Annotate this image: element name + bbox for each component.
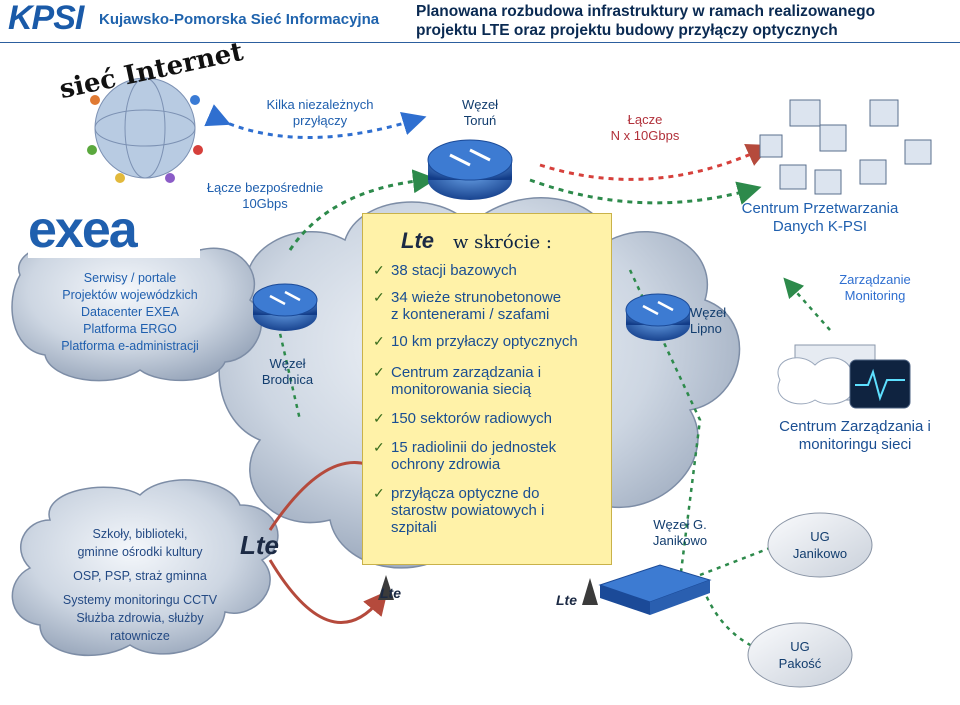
- independent-links-arrow: [204, 104, 427, 139]
- node-janikowo-label: Węzeł G.Janikowo: [652, 517, 708, 548]
- nx10-link-arrow: [539, 144, 771, 181]
- service-item: Platforma ERGO: [83, 322, 177, 336]
- lte-logo-antenna-right: Lte: [556, 592, 577, 608]
- summary-item: ✓38 stacji bazowych: [373, 262, 517, 279]
- kpsi-logo: KPSI: [8, 0, 84, 37]
- antenna-left-icon: [378, 575, 394, 600]
- router-torun-icon: [427, 139, 513, 200]
- green-link-arrow: [529, 178, 762, 205]
- org-name: Kujawsko-Pomorska Sieć Informacyjna: [99, 11, 380, 28]
- schools-cloud: [11, 479, 279, 657]
- lte-logo: Lte: [401, 228, 434, 253]
- summary-heading: w skrócie :: [453, 232, 552, 253]
- slide-title-line-1: Planowana rozbudowa infrastruktury w ram…: [416, 3, 876, 20]
- slide-title-line-2: projektu LTE oraz projektu budowy przyłą…: [416, 22, 838, 39]
- summary-item: ✓150 sektorów radiowych: [373, 410, 552, 427]
- service-item: Projektów wojewódzkich: [62, 288, 198, 302]
- lte-logo-schools: Lte: [240, 530, 279, 560]
- header: KPSI Kujawsko-Pomorska Sieć Informacyjna…: [0, 0, 960, 42]
- service-item: Platforma e-administracji: [61, 339, 199, 353]
- antenna-right-icon: [582, 578, 598, 605]
- institution-item: OSP, PSP, straż gminna: [73, 569, 207, 583]
- router-brodnica-icon: [252, 283, 318, 331]
- institution-item: gminne ośrodki kultury: [77, 545, 203, 559]
- lte-summary-box: Lte w skrócie : ✓38 stacji bazowych ✓34 …: [362, 213, 612, 565]
- router-lipno-icon: [625, 293, 691, 341]
- schools-cloud-text: Szkoły, biblioteki, gminne ośrodki kultu…: [35, 525, 245, 645]
- header-divider: [0, 42, 960, 43]
- switch-janikowo-icon: [598, 564, 712, 615]
- ug-janikowo-shape: [767, 512, 873, 578]
- brodnica-link: [268, 289, 302, 421]
- exea-logo: [28, 212, 200, 258]
- institution-item: Szkoły, biblioteki,: [92, 527, 188, 541]
- institution-item: Służba zdrowia, służby: [76, 611, 204, 625]
- monitoring-station-icon: [777, 344, 911, 409]
- slide-title: Planowana rozbudowa infrastruktury w ram…: [416, 2, 956, 40]
- summary-item: ✓10 km przyłaczy optycznych: [373, 333, 578, 350]
- summary-list: ✓38 stacji bazowych ✓34 wieże strunobeto…: [369, 262, 609, 536]
- lte-red-arrow-2: [268, 559, 388, 624]
- exea-services-list: Serwisy / portale Projektów wojewódzkich…: [30, 270, 230, 355]
- internet-globe: [87, 77, 203, 183]
- institution-item: Systemy monitoringu CCTV: [62, 593, 218, 607]
- service-item: Serwisy / portale: [83, 271, 177, 285]
- direct-link-arrow: [288, 169, 437, 251]
- exea-logo-text: exea: [28, 201, 138, 259]
- service-item: Datacenter EXEA: [81, 305, 179, 319]
- datacenter-servers-icon: [759, 99, 932, 195]
- lte-logo-antenna-left: Lte: [380, 585, 401, 601]
- management-arrow: [783, 277, 831, 331]
- janikowo-ug-link: [699, 546, 771, 577]
- institution-item: ratownicze: [110, 629, 170, 643]
- ug-pakosc-shape: [747, 622, 853, 688]
